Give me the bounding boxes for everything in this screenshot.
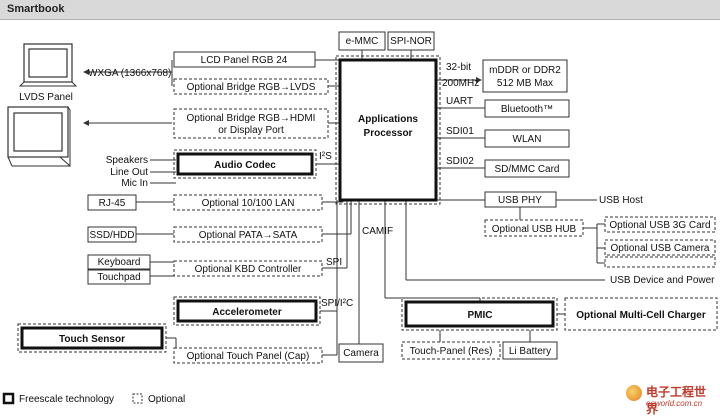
page-title: Smartbook — [7, 3, 65, 15]
pata-sata-block — [173, 226, 323, 243]
audio-codec-block — [176, 152, 314, 176]
usb-host-label: USB Host — [599, 195, 643, 206]
pmic-label: PMIC — [468, 310, 493, 321]
watermark-logo-icon — [626, 385, 642, 401]
monitor-icon — [7, 106, 71, 168]
lvds-panel-icon — [18, 43, 78, 87]
touch-panel-cap-block — [173, 347, 323, 364]
touch-sensor-block — [20, 326, 164, 350]
lan-label: Optional 10/100 LAN — [202, 198, 295, 209]
bridge-lvds-block — [173, 78, 329, 95]
touch-panel-res-label: Touch-Panel (Res) — [410, 346, 493, 357]
ssd-hdd-label: SSD/HDD — [89, 230, 134, 241]
kbd-controller-block — [173, 260, 323, 277]
header-bar: Smartbook — [0, 0, 720, 20]
emmc-block — [338, 31, 386, 51]
spi-nor-label: SPI-NOR — [390, 36, 432, 47]
sdmmc-label: SD/MMC Card — [494, 164, 559, 175]
li-battery-label: Li Battery — [509, 346, 551, 357]
lcd-panel-label: LCD Panel RGB 24 — [201, 55, 288, 66]
wxga-label: WXGA (1366x768) — [88, 68, 171, 79]
camif-bus-label: CAMIF — [362, 226, 393, 237]
touchpad-block — [87, 269, 151, 285]
spi-i2c-bus-label: SPI/I²C — [321, 298, 353, 309]
legend-optional-swatch — [132, 393, 143, 404]
wlan-label: WLAN — [513, 134, 542, 145]
spi-bus-label: SPI — [326, 257, 342, 268]
watermark: 电子工程世界 eeworld.com.cn — [626, 383, 716, 416]
charger-block — [564, 297, 718, 331]
line-out-label: Line Out — [110, 167, 148, 178]
lcd-panel-block — [173, 51, 316, 68]
bluetooth-label: Bluetooth™ — [501, 104, 553, 115]
applications-processor — [338, 58, 438, 202]
li-battery-block — [502, 341, 558, 360]
bluetooth-block — [484, 99, 570, 118]
camera-label: Camera — [343, 348, 379, 359]
bus-200mhz-label: 200MHz — [442, 78, 479, 89]
legend-freescale-label: Freescale technology — [19, 394, 114, 405]
bridge-hdmi-label-1: Optional Bridge RGB→HDMI — [187, 113, 316, 124]
pmic-block — [404, 300, 555, 328]
usb-phy-label: USB PHY — [498, 195, 542, 206]
audio-codec-label: Audio Codec — [214, 160, 276, 171]
mddr-block — [482, 59, 568, 93]
usb-phy-block — [484, 191, 557, 208]
camera-block — [338, 343, 384, 363]
usb-hub-label: Optional USB HUB — [492, 224, 577, 235]
legend-optional-label: Optional — [148, 394, 185, 405]
bus-32bit-label: 32-bit — [446, 62, 471, 73]
keyboard-label: Keyboard — [98, 257, 141, 268]
touchpad-label: Touchpad — [97, 272, 140, 283]
sdi01-bus-label: SDI01 — [446, 126, 474, 137]
bridge-hdmi-block — [173, 108, 329, 139]
wlan-block — [484, 129, 570, 148]
kbd-controller-label: Optional KBD Controller — [195, 264, 302, 275]
processor-title-line1: Applications — [358, 114, 418, 125]
ssd-hdd-block — [87, 226, 137, 243]
bridge-hdmi-label-2: or Display Port — [218, 125, 284, 136]
charger-label: Optional Multi-Cell Charger — [576, 310, 706, 321]
mic-in-label: Mic In — [121, 178, 148, 189]
processor-title-line2: Processor — [364, 128, 413, 139]
sdi02-bus-label: SDI02 — [446, 156, 474, 167]
usb-3g-block — [604, 216, 716, 233]
rj45-block — [87, 194, 137, 211]
i2s-bus-label: I²S — [319, 151, 332, 162]
usb-camera-label: Optional USB Camera — [611, 243, 710, 254]
lan-block — [173, 194, 323, 211]
bridge-lvds-label: Optional Bridge RGB→LVDS — [187, 82, 316, 93]
mddr-label-1: mDDR or DDR2 — [489, 65, 561, 76]
legend: Freescale technology Optional — [2, 392, 185, 405]
usb-camera-block — [604, 239, 716, 256]
spi-nor-block — [387, 31, 435, 51]
touch-sensor-label: Touch Sensor — [59, 334, 125, 345]
emmc-label: e-MMC — [346, 36, 379, 47]
lvds-panel-label: LVDS Panel — [19, 92, 73, 103]
mddr-label-2: 512 MB Max — [497, 78, 553, 89]
connectors — [83, 50, 605, 356]
speakers-label: Speakers — [106, 155, 148, 166]
usb-3g-label: Optional USB 3G Card — [609, 220, 710, 231]
keyboard-block — [87, 254, 151, 270]
touch-panel-res-block — [401, 341, 501, 360]
sdmmc-block — [484, 159, 570, 178]
rj45-label: RJ-45 — [99, 198, 126, 209]
touch-panel-cap-label: Optional Touch Panel (Cap) — [187, 351, 310, 362]
uart-bus-label: UART — [446, 96, 473, 107]
pata-sata-label: Optional PATA→SATA — [199, 230, 298, 241]
accelerometer-label: Accelerometer — [212, 307, 282, 318]
accelerometer-block — [176, 299, 318, 323]
usb-hub-block — [484, 219, 584, 237]
legend-freescale-swatch — [2, 392, 15, 405]
usb-spare-block — [604, 256, 716, 268]
watermark-line1: 电子工程世界 — [646, 385, 707, 416]
usb-device-power-label: USB Device and Power — [610, 275, 715, 286]
watermark-line2: eeworld.com.cn — [646, 399, 703, 408]
